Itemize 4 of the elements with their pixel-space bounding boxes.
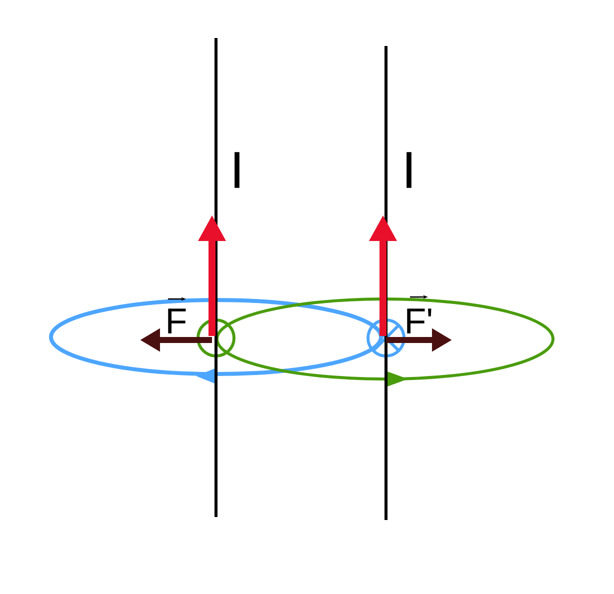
current-label: I (406, 152, 412, 188)
force-label: F (168, 297, 186, 334)
current-label: I (234, 152, 240, 188)
force-label: F' (407, 295, 432, 334)
